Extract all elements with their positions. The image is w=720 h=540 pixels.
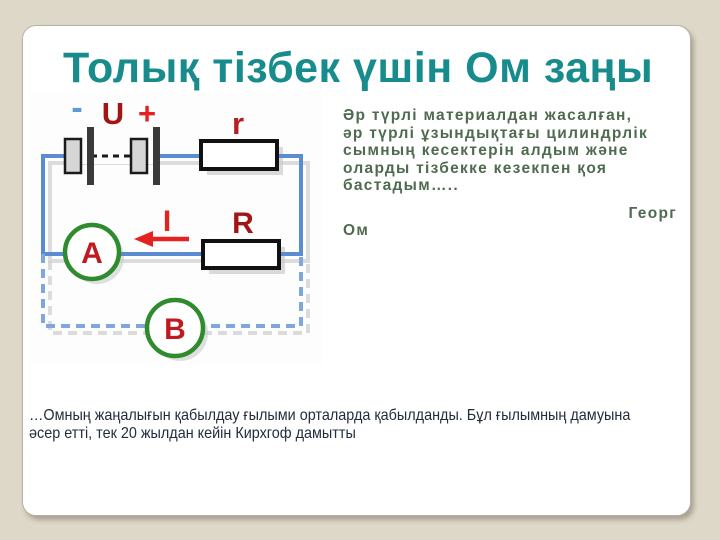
quote-line: сымның кесектерін алдым және bbox=[343, 142, 629, 159]
quote-block: Әр түрлі материалдан жасалған, әр түрлі … bbox=[343, 107, 695, 240]
battery-plate-long-left bbox=[87, 127, 94, 185]
battery-plate-short-left bbox=[63, 137, 83, 175]
wire-loop bbox=[41, 154, 303, 256]
internal-resistance-label: r bbox=[232, 106, 244, 141]
wire-loop-shadow bbox=[48, 161, 310, 263]
voltmeter-circle bbox=[144, 297, 206, 359]
current-arrow-head bbox=[134, 231, 153, 247]
circuit-diagram: - U + r I R A B bbox=[31, 91, 323, 363]
quote-line: Әр түрлі материалдан жасалған, bbox=[343, 107, 633, 124]
battery-plate-short-right bbox=[129, 137, 149, 175]
footer-line: …Омның жаңалығын қабылдау ғылыми орталар… bbox=[29, 407, 631, 424]
footer-line: әсер етті, тек 20 жылдан кейін Кирхгоф д… bbox=[29, 424, 356, 442]
voltage-label: U bbox=[102, 96, 124, 131]
battery-plate-long-right bbox=[153, 127, 160, 185]
quote-line: әр түрлі ұзындықтағы цилиндрлік bbox=[343, 124, 649, 142]
ammeter-circle bbox=[62, 222, 122, 282]
ammeter-label: A bbox=[81, 237, 103, 270]
resistor-r bbox=[199, 139, 279, 171]
quote-line: бастадым….. bbox=[343, 177, 459, 194]
plus-label: + bbox=[138, 96, 156, 131]
quote-signature-surname: Ом bbox=[343, 222, 370, 239]
slide-title: Толық тізбек үшін Ом заңы bbox=[63, 44, 654, 92]
quote-line: оларды тізбекке кезекпен қоя bbox=[343, 159, 608, 177]
quote-signature-name: Георг bbox=[628, 204, 677, 222]
slide: Толық тізбек үшін Ом заңы bbox=[22, 25, 691, 516]
footer-text: …Омның жаңалығын қабылдау ғылыми орталар… bbox=[29, 407, 659, 442]
minus-label: - bbox=[71, 91, 82, 127]
current-label: I bbox=[163, 205, 171, 238]
external-resistance-label: R bbox=[232, 207, 254, 240]
resistor-R bbox=[201, 239, 281, 270]
voltmeter-label: B bbox=[164, 313, 186, 346]
